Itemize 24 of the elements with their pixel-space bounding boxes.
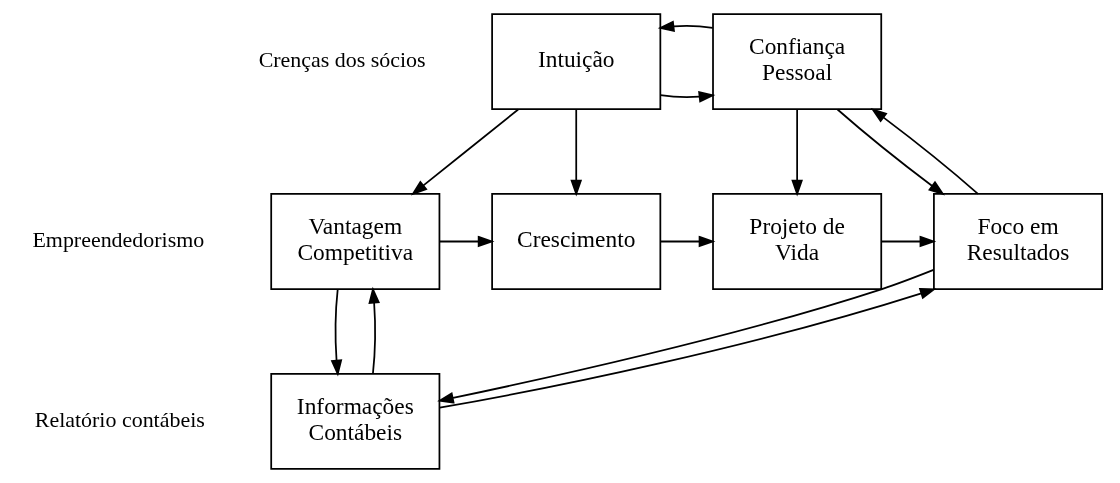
arrow: [790, 108, 803, 197]
node-box: Informações Contábeis: [269, 373, 440, 470]
node-box: Confiança Pessoal: [711, 13, 882, 110]
arrow: [438, 288, 936, 409]
arrow: [659, 91, 715, 103]
arrow: [569, 108, 582, 197]
node-box: Vantagem Competitiva: [269, 193, 440, 290]
arrow: [657, 20, 714, 33]
arrow: [879, 235, 936, 248]
arrow: [367, 286, 380, 375]
node-box: Crescimento: [490, 193, 661, 290]
node-box: Projeto de Vida: [711, 193, 882, 290]
label: Crenças dos sócios: [258, 46, 426, 72]
arrow: [836, 108, 945, 196]
label: Empreendedorismo: [31, 226, 204, 252]
node-box: Foco em Resultados: [932, 193, 1103, 290]
arrow: [438, 235, 494, 248]
arrow: [436, 269, 934, 404]
arrow: [330, 288, 342, 377]
arrow: [870, 107, 979, 195]
node-box: Intuição: [490, 13, 661, 110]
arrow: [410, 108, 519, 196]
label: Relatório contábeis: [34, 406, 205, 432]
arrow: [659, 235, 715, 248]
